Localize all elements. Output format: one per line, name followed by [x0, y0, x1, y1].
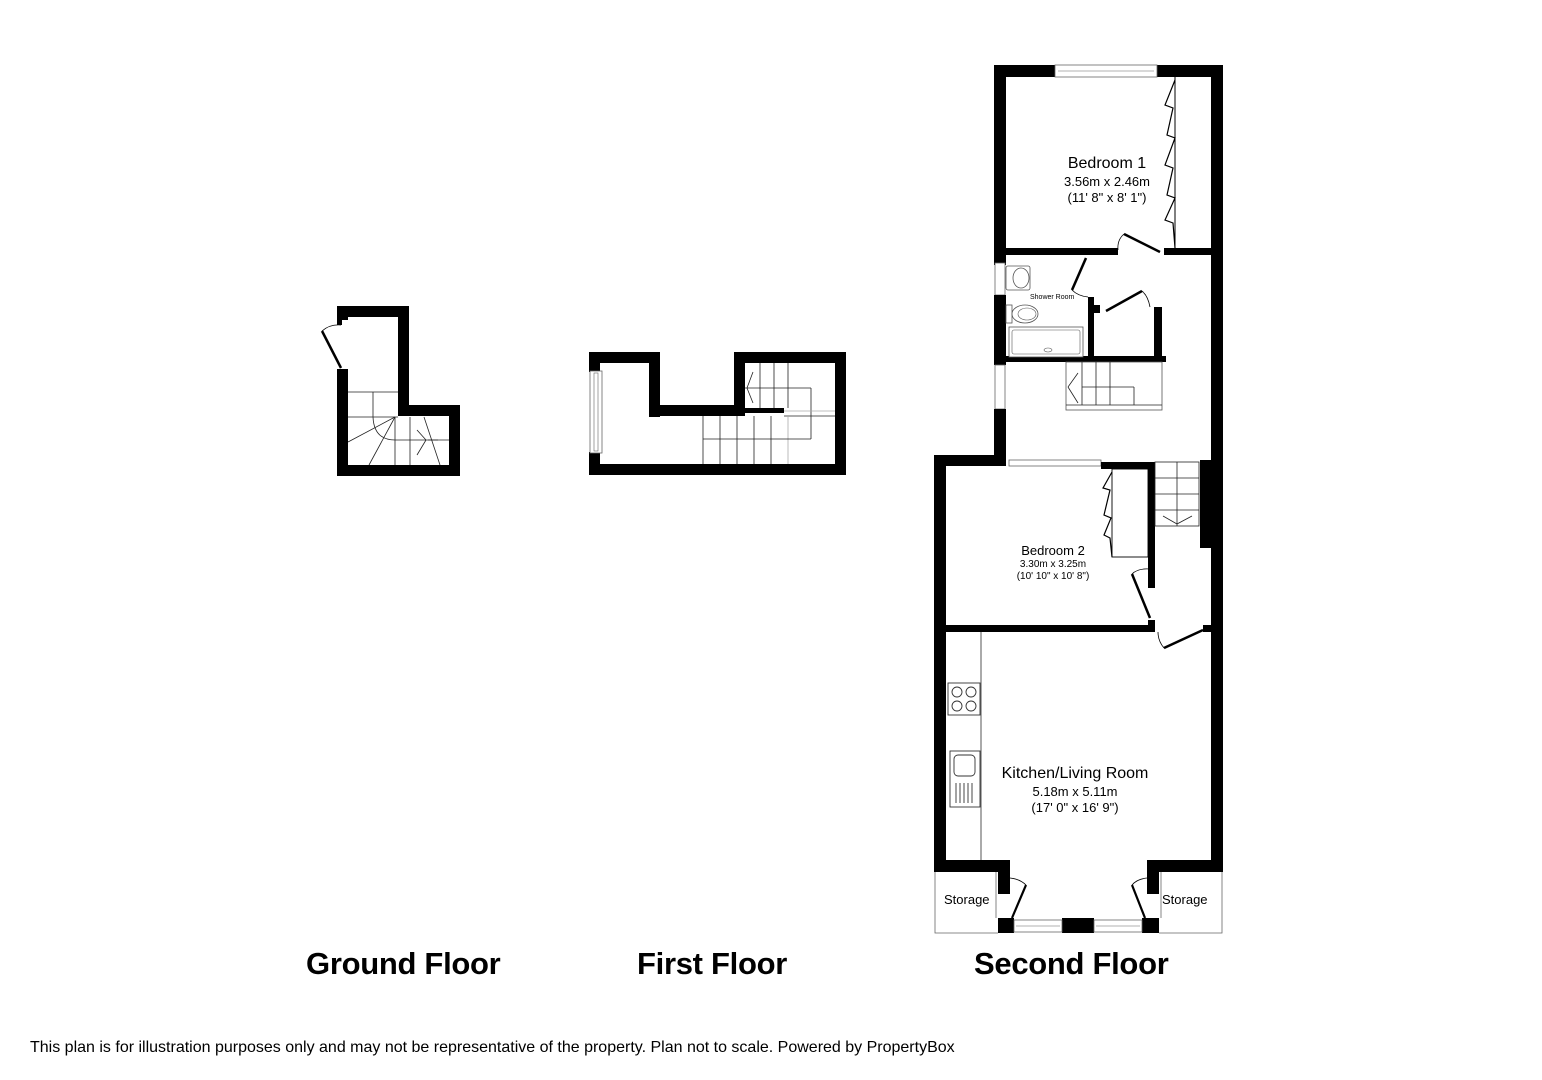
room-dimensions-imperial: (11' 8" x 8' 1") [1067, 190, 1147, 205]
room-name: Bedroom 1 [1067, 155, 1147, 172]
stairs-icon [1065, 361, 1163, 411]
first-floor-plan [589, 352, 846, 475]
stairs-icon [702, 363, 835, 464]
room-name: Kitchen/Living Room [1001, 765, 1149, 782]
room-label-storage-left: Storage [944, 892, 990, 907]
window-icon [1054, 64, 1158, 78]
sink-icon [949, 750, 981, 808]
floor-label-second: Second Floor [974, 946, 1169, 981]
disclaimer-text: This plan is for illustration purposes o… [30, 1039, 955, 1056]
window-icon [589, 370, 603, 454]
door-icon [320, 324, 343, 369]
room-label-shower-room: Shower Room [1030, 294, 1075, 301]
door-icon [1130, 877, 1148, 919]
room-dimensions-imperial: (17' 0" x 16' 9") [1031, 800, 1119, 815]
stairs-icon [347, 391, 449, 466]
room-dimensions-metric: 3.30m x 3.25m [1019, 559, 1087, 570]
wardrobe-icon [1164, 77, 1176, 249]
room-dimensions-metric: 3.56m x 2.46m [1064, 174, 1150, 189]
door-icon [1105, 289, 1151, 313]
door-icon [1070, 257, 1089, 298]
room-label-bedroom-2: Bedroom 2 3.30m x 3.25m (10' 10" x 10' 8… [1017, 543, 1090, 582]
room-label-bedroom-1: Bedroom 1 3.56m x 2.46m (11' 8" x 8' 1") [1064, 155, 1150, 205]
second-floor-plan [934, 64, 1223, 934]
toilet-icon [1005, 304, 1039, 324]
storage-outline [934, 872, 1223, 934]
wardrobe-icon [1102, 468, 1149, 558]
room-dimensions-imperial: (10' 10" x 10' 8") [1016, 571, 1090, 582]
room-name: Bedroom 2 [1021, 543, 1085, 558]
window-icon [1013, 919, 1143, 933]
window-icon [994, 262, 1006, 296]
floor-label-first: First Floor [637, 946, 787, 981]
door-icon [1157, 628, 1204, 650]
door-icon [1117, 232, 1161, 254]
hob-icon [947, 682, 981, 716]
window-icon [994, 364, 1006, 410]
basin-icon [1005, 265, 1031, 291]
shower-tray-icon [1008, 326, 1084, 358]
window-icon [1008, 459, 1102, 467]
ground-floor-plan [320, 306, 460, 476]
stairs-icon [1154, 461, 1200, 527]
room-label-storage-right: Storage [1162, 892, 1208, 907]
door-icon [1130, 568, 1152, 619]
room-dimensions-metric: 5.18m x 5.11m [1032, 784, 1118, 799]
floor-label-ground: Ground Floor [306, 946, 501, 981]
room-label-kitchen-living-room: Kitchen/Living Room 5.18m x 5.11m (17' 0… [1002, 765, 1149, 815]
door-icon [1009, 877, 1028, 919]
